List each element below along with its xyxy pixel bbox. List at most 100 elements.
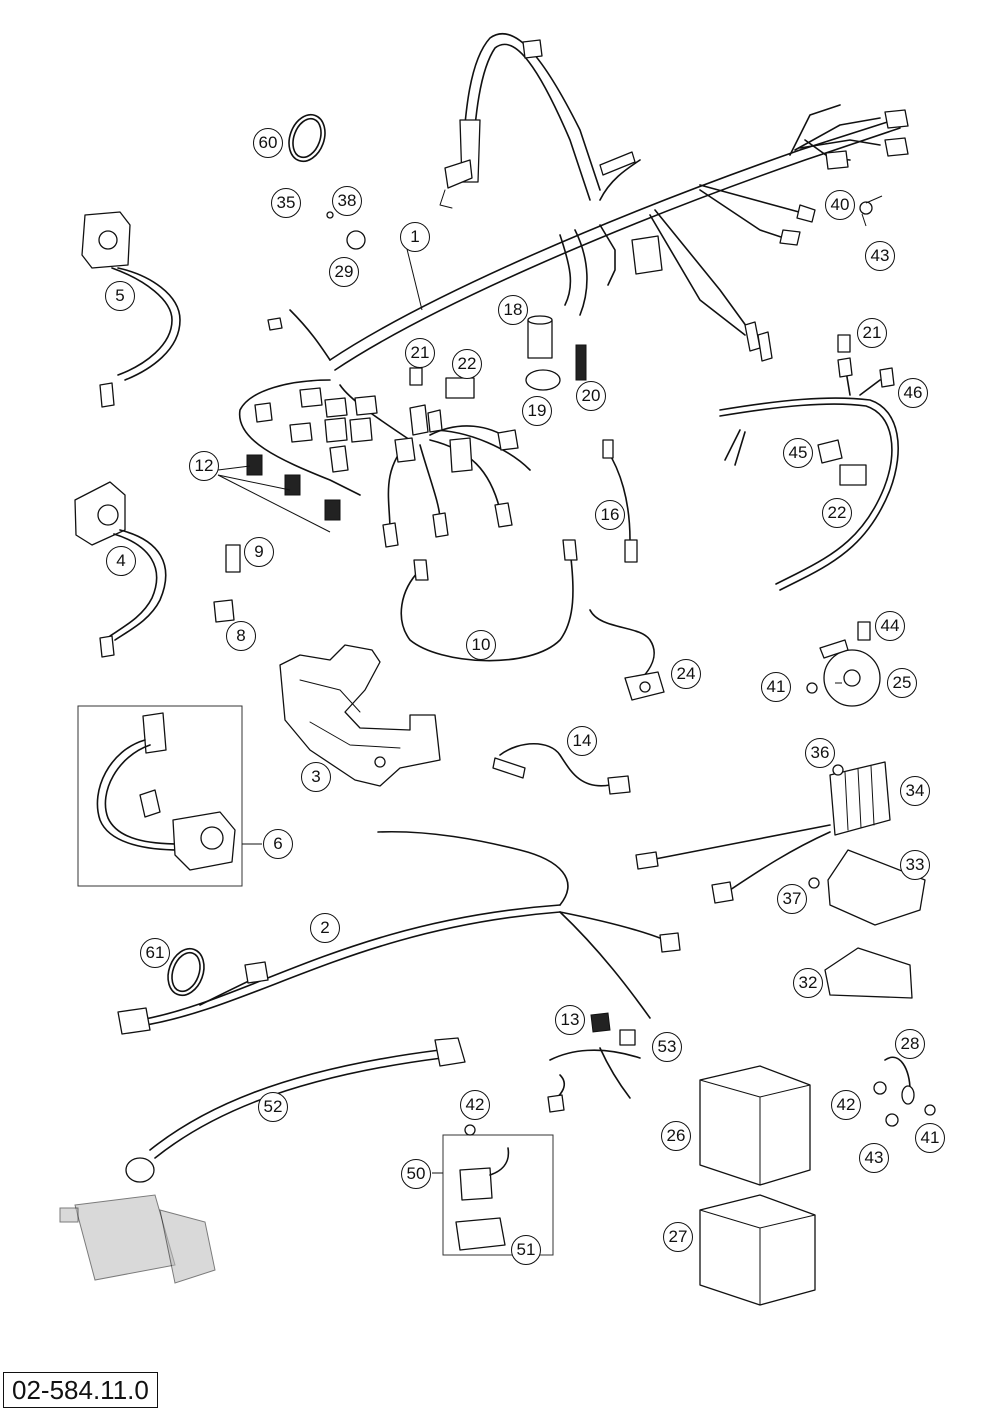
- screw-37: [808, 877, 820, 889]
- callout-36: 36: [805, 738, 835, 768]
- switch-4: [74, 481, 167, 658]
- callout-53: 53: [652, 1032, 682, 1062]
- callout-9: 9: [244, 537, 274, 567]
- callout-19: 19: [522, 396, 552, 426]
- bracket-33: [827, 849, 926, 926]
- battery-box-27: [699, 1194, 816, 1306]
- callout-43-a: 43: [865, 241, 895, 271]
- cable-10: [400, 539, 578, 662]
- callout-10: 10: [466, 630, 496, 660]
- callout-42-b: 42: [831, 1090, 861, 1120]
- nut-36: [832, 764, 844, 776]
- callout-34: 34: [900, 776, 930, 806]
- callout-35: 35: [271, 188, 301, 218]
- callout-46: 46: [898, 378, 928, 408]
- nut-42-a: [464, 1124, 476, 1136]
- callout-21-b: 21: [857, 318, 887, 348]
- voltage-regulator-34: [635, 761, 891, 904]
- callout-22-a: 22: [452, 349, 482, 379]
- grommet-29: [346, 230, 366, 250]
- connector-22-b: [839, 464, 867, 486]
- callout-1: 1: [400, 222, 430, 252]
- callout-37: 37: [777, 884, 807, 914]
- harness-clips: [246, 454, 341, 521]
- sub-harness-46: [719, 357, 899, 591]
- relay-holder-51: [455, 1217, 506, 1251]
- washer-40: [859, 201, 873, 215]
- connector-21-b: [837, 334, 851, 353]
- washer-43-b: [885, 1113, 899, 1127]
- plate-45: [817, 439, 843, 464]
- callout-28: 28: [895, 1029, 925, 1059]
- screw-35: [326, 211, 334, 219]
- callout-3: 3: [301, 762, 331, 792]
- cable-tie-61: [167, 947, 205, 997]
- switch-5: [81, 211, 181, 408]
- starter-motor: [59, 1194, 216, 1284]
- callout-61: 61: [140, 938, 170, 968]
- callout-32: 32: [793, 968, 823, 998]
- callout-8: 8: [226, 621, 256, 651]
- pad-32: [824, 947, 913, 999]
- wiring-harness-2: [117, 830, 681, 1035]
- sensor-16: [602, 439, 638, 563]
- callout-33: 33: [900, 850, 930, 880]
- callout-18: 18: [498, 295, 528, 325]
- horn-25: [819, 621, 881, 707]
- callout-44: 44: [875, 611, 905, 641]
- callout-42-a: 42: [460, 1090, 490, 1120]
- callout-51: 51: [511, 1235, 541, 1265]
- callout-43-b: 43: [859, 1143, 889, 1173]
- relay-8: [213, 599, 235, 623]
- relay-frame-50: [442, 1134, 554, 1256]
- bracket-20: [575, 344, 587, 381]
- assembly-frame-6: [77, 705, 243, 887]
- fuse-box-53: [547, 1029, 641, 1113]
- relay-bracket-9: [225, 544, 241, 573]
- callout-26: 26: [661, 1121, 691, 1151]
- nut-42-b: [873, 1081, 887, 1095]
- callout-4: 4: [106, 546, 136, 576]
- callout-40: 40: [825, 190, 855, 220]
- cable-28: [884, 1056, 915, 1105]
- callout-21-a: 21: [405, 338, 435, 368]
- callout-24: 24: [671, 659, 701, 689]
- battery-26: [699, 1065, 811, 1186]
- switch-6: [96, 712, 236, 871]
- callout-45: 45: [783, 438, 813, 468]
- callout-16: 16: [595, 500, 625, 530]
- mounting-bracket-3: [279, 644, 441, 787]
- callout-14: 14: [567, 726, 597, 756]
- callout-50: 50: [401, 1159, 431, 1189]
- callout-38: 38: [332, 186, 362, 216]
- callout-29: 29: [329, 257, 359, 287]
- callout-6: 6: [263, 829, 293, 859]
- connector-21-a: [409, 367, 423, 386]
- callout-5: 5: [105, 281, 135, 311]
- sensor-24: [589, 609, 665, 701]
- cable-tie-60: [288, 113, 326, 163]
- screw-41-b: [924, 1104, 936, 1116]
- fuse-holder-13: [590, 1012, 611, 1033]
- capacitor-18: [527, 315, 553, 359]
- callout-52: 52: [258, 1092, 288, 1122]
- screw-41-a: [806, 682, 818, 694]
- document-number: 02-584.11.0: [3, 1372, 158, 1408]
- callout-12: 12: [189, 451, 219, 481]
- starter-relay-50: [459, 1147, 510, 1201]
- sensor-14: [492, 743, 631, 795]
- callout-20: 20: [576, 381, 606, 411]
- leader-lines: [217, 195, 883, 1174]
- callout-27: 27: [663, 1222, 693, 1252]
- main-wiring-harness: [238, 32, 909, 548]
- callout-2: 2: [310, 913, 340, 943]
- callout-22-b: 22: [822, 498, 852, 528]
- callout-41-b: 41: [915, 1123, 945, 1153]
- connector-22-a: [445, 377, 475, 399]
- callout-60: 60: [253, 128, 283, 158]
- callout-13: 13: [555, 1005, 585, 1035]
- callout-41-a: 41: [761, 672, 791, 702]
- callout-25: 25: [887, 668, 917, 698]
